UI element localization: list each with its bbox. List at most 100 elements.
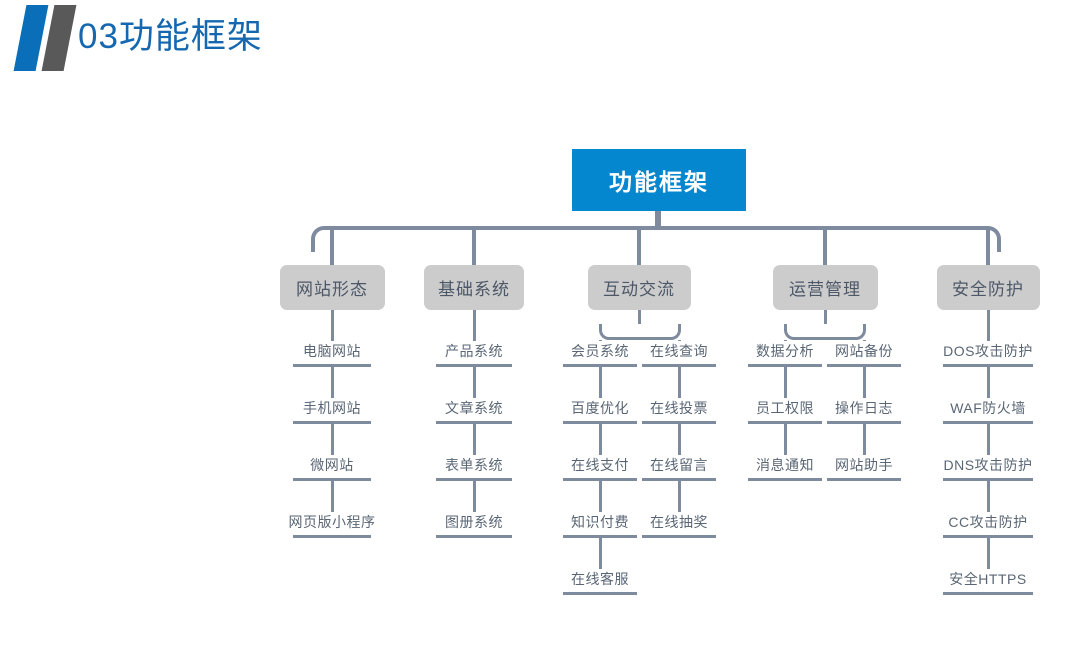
branch-node-4[interactable]: 运营管理 [772, 265, 878, 310]
leaf-stub [784, 424, 787, 455]
leaf-rule [943, 364, 1033, 367]
leaf-item[interactable]: 数据分析 [748, 341, 822, 367]
leaf-item[interactable]: 知识付费 [563, 512, 637, 538]
leaf-rule [563, 478, 637, 481]
leaf-rule [293, 478, 371, 481]
trunk-drop-1 [330, 230, 334, 266]
splitter-leg-3-2 [678, 340, 681, 341]
leaf-item[interactable]: 在线留言 [642, 455, 716, 481]
leaf-item[interactable]: 表单系统 [436, 455, 512, 481]
leaf-label: DNS攻击防护 [943, 457, 1033, 473]
leaf-rule [642, 421, 716, 424]
leaf-item[interactable]: 在线投票 [642, 398, 716, 424]
trunk-drop-3 [637, 230, 641, 266]
trunk-connector [311, 226, 1001, 252]
leaf-rule [563, 535, 637, 538]
leaf-stub [678, 367, 681, 398]
leaf-label: 在线查询 [650, 343, 708, 359]
leaf-item[interactable]: 在线客服 [563, 569, 637, 595]
leaf-item[interactable]: 电脑网站 [293, 341, 371, 367]
leaf-stub [987, 424, 990, 455]
leaf-item[interactable]: 产品系统 [436, 341, 512, 367]
leaf-label: 会员系统 [571, 343, 629, 359]
leaf-rule [748, 478, 822, 481]
leaf-item[interactable]: 员工权限 [748, 398, 822, 424]
leaf-stub [599, 538, 602, 569]
leaf-rule [563, 364, 637, 367]
leaf-rule [827, 364, 901, 367]
leaf-rule [293, 364, 371, 367]
leaf-item[interactable]: 网页版小程序 [289, 512, 375, 538]
leaf-label: DOS攻击防护 [943, 343, 1033, 359]
leaf-rule [642, 364, 716, 367]
leaf-item[interactable]: DOS攻击防护 [943, 341, 1033, 367]
leaf-item[interactable]: 百度优化 [563, 398, 637, 424]
leaf-stub [678, 481, 681, 512]
leaf-item[interactable]: 网站助手 [827, 455, 901, 481]
trunk-drop-2 [472, 230, 476, 266]
leaf-item[interactable]: 手机网站 [293, 398, 371, 424]
leaf-item[interactable]: 在线查询 [642, 341, 716, 367]
leaf-rule [436, 421, 512, 424]
leaf-item[interactable]: 文章系统 [436, 398, 512, 424]
branch-node-1[interactable]: 网站形态 [279, 265, 385, 310]
leaf-item[interactable]: 安全HTTPS [943, 569, 1033, 595]
leaf-stub [331, 367, 334, 398]
leaf-item[interactable]: 在线抽奖 [642, 512, 716, 538]
leaf-item[interactable]: 微网站 [293, 455, 371, 481]
branch-stem-4 [824, 310, 827, 324]
branch-stem-1 [331, 310, 334, 341]
leaf-item[interactable]: 操作日志 [827, 398, 901, 424]
leaf-stub [987, 481, 990, 512]
branch-node-3[interactable]: 互动交流 [587, 265, 691, 310]
branch-node-5[interactable]: 安全防护 [936, 265, 1040, 310]
leaf-item[interactable]: DNS攻击防护 [943, 455, 1033, 481]
leaf-stub [473, 424, 476, 455]
leaf-rule [827, 478, 901, 481]
branch-node-2[interactable]: 基础系统 [424, 265, 524, 310]
splitter-leg-4-1 [784, 340, 787, 341]
leaf-label: 表单系统 [445, 457, 503, 473]
accent-bar-gray [41, 5, 77, 71]
splitter-leg-3-1 [599, 340, 602, 341]
leaf-label: 在线投票 [650, 400, 708, 416]
leaf-item[interactable]: 网站备份 [827, 341, 901, 367]
leaf-item[interactable]: WAF防火墙 [943, 398, 1033, 424]
leaf-label: 在线留言 [650, 457, 708, 473]
leaf-rule [748, 364, 822, 367]
leaf-rule [563, 421, 637, 424]
leaf-label: 在线支付 [571, 457, 629, 473]
branch-stem-2 [473, 310, 476, 341]
leaf-rule [436, 478, 512, 481]
leaf-rule [943, 478, 1033, 481]
leaf-item[interactable]: 在线支付 [563, 455, 637, 481]
leaf-rule [943, 535, 1033, 538]
leaf-stub [863, 424, 866, 455]
leaf-item[interactable]: 消息通知 [748, 455, 822, 481]
leaf-label: 百度优化 [571, 400, 629, 416]
leaf-stub [473, 481, 476, 512]
leaf-label: 产品系统 [445, 343, 503, 359]
leaf-rule [436, 535, 512, 538]
leaf-rule [827, 421, 901, 424]
leaf-label: 安全HTTPS [949, 571, 1027, 587]
leaf-label: 操作日志 [835, 400, 893, 416]
leaf-stub [863, 367, 866, 398]
leaf-rule [748, 421, 822, 424]
branch-stem-5 [987, 310, 990, 341]
leaf-label: 图册系统 [445, 514, 503, 530]
leaf-stub [784, 367, 787, 398]
leaf-item[interactable]: 图册系统 [436, 512, 512, 538]
leaf-stub [599, 367, 602, 398]
leaf-label: 文章系统 [445, 400, 503, 416]
leaf-item[interactable]: CC攻击防护 [943, 512, 1033, 538]
leaf-stub [331, 481, 334, 512]
leaf-label: WAF防火墙 [950, 400, 1026, 416]
leaf-label: 手机网站 [303, 400, 361, 416]
leaf-label: 在线客服 [571, 571, 629, 587]
leaf-item[interactable]: 会员系统 [563, 341, 637, 367]
trunk-drop-4 [823, 230, 827, 266]
leaf-stub [331, 424, 334, 455]
root-stem-connector [655, 211, 661, 230]
